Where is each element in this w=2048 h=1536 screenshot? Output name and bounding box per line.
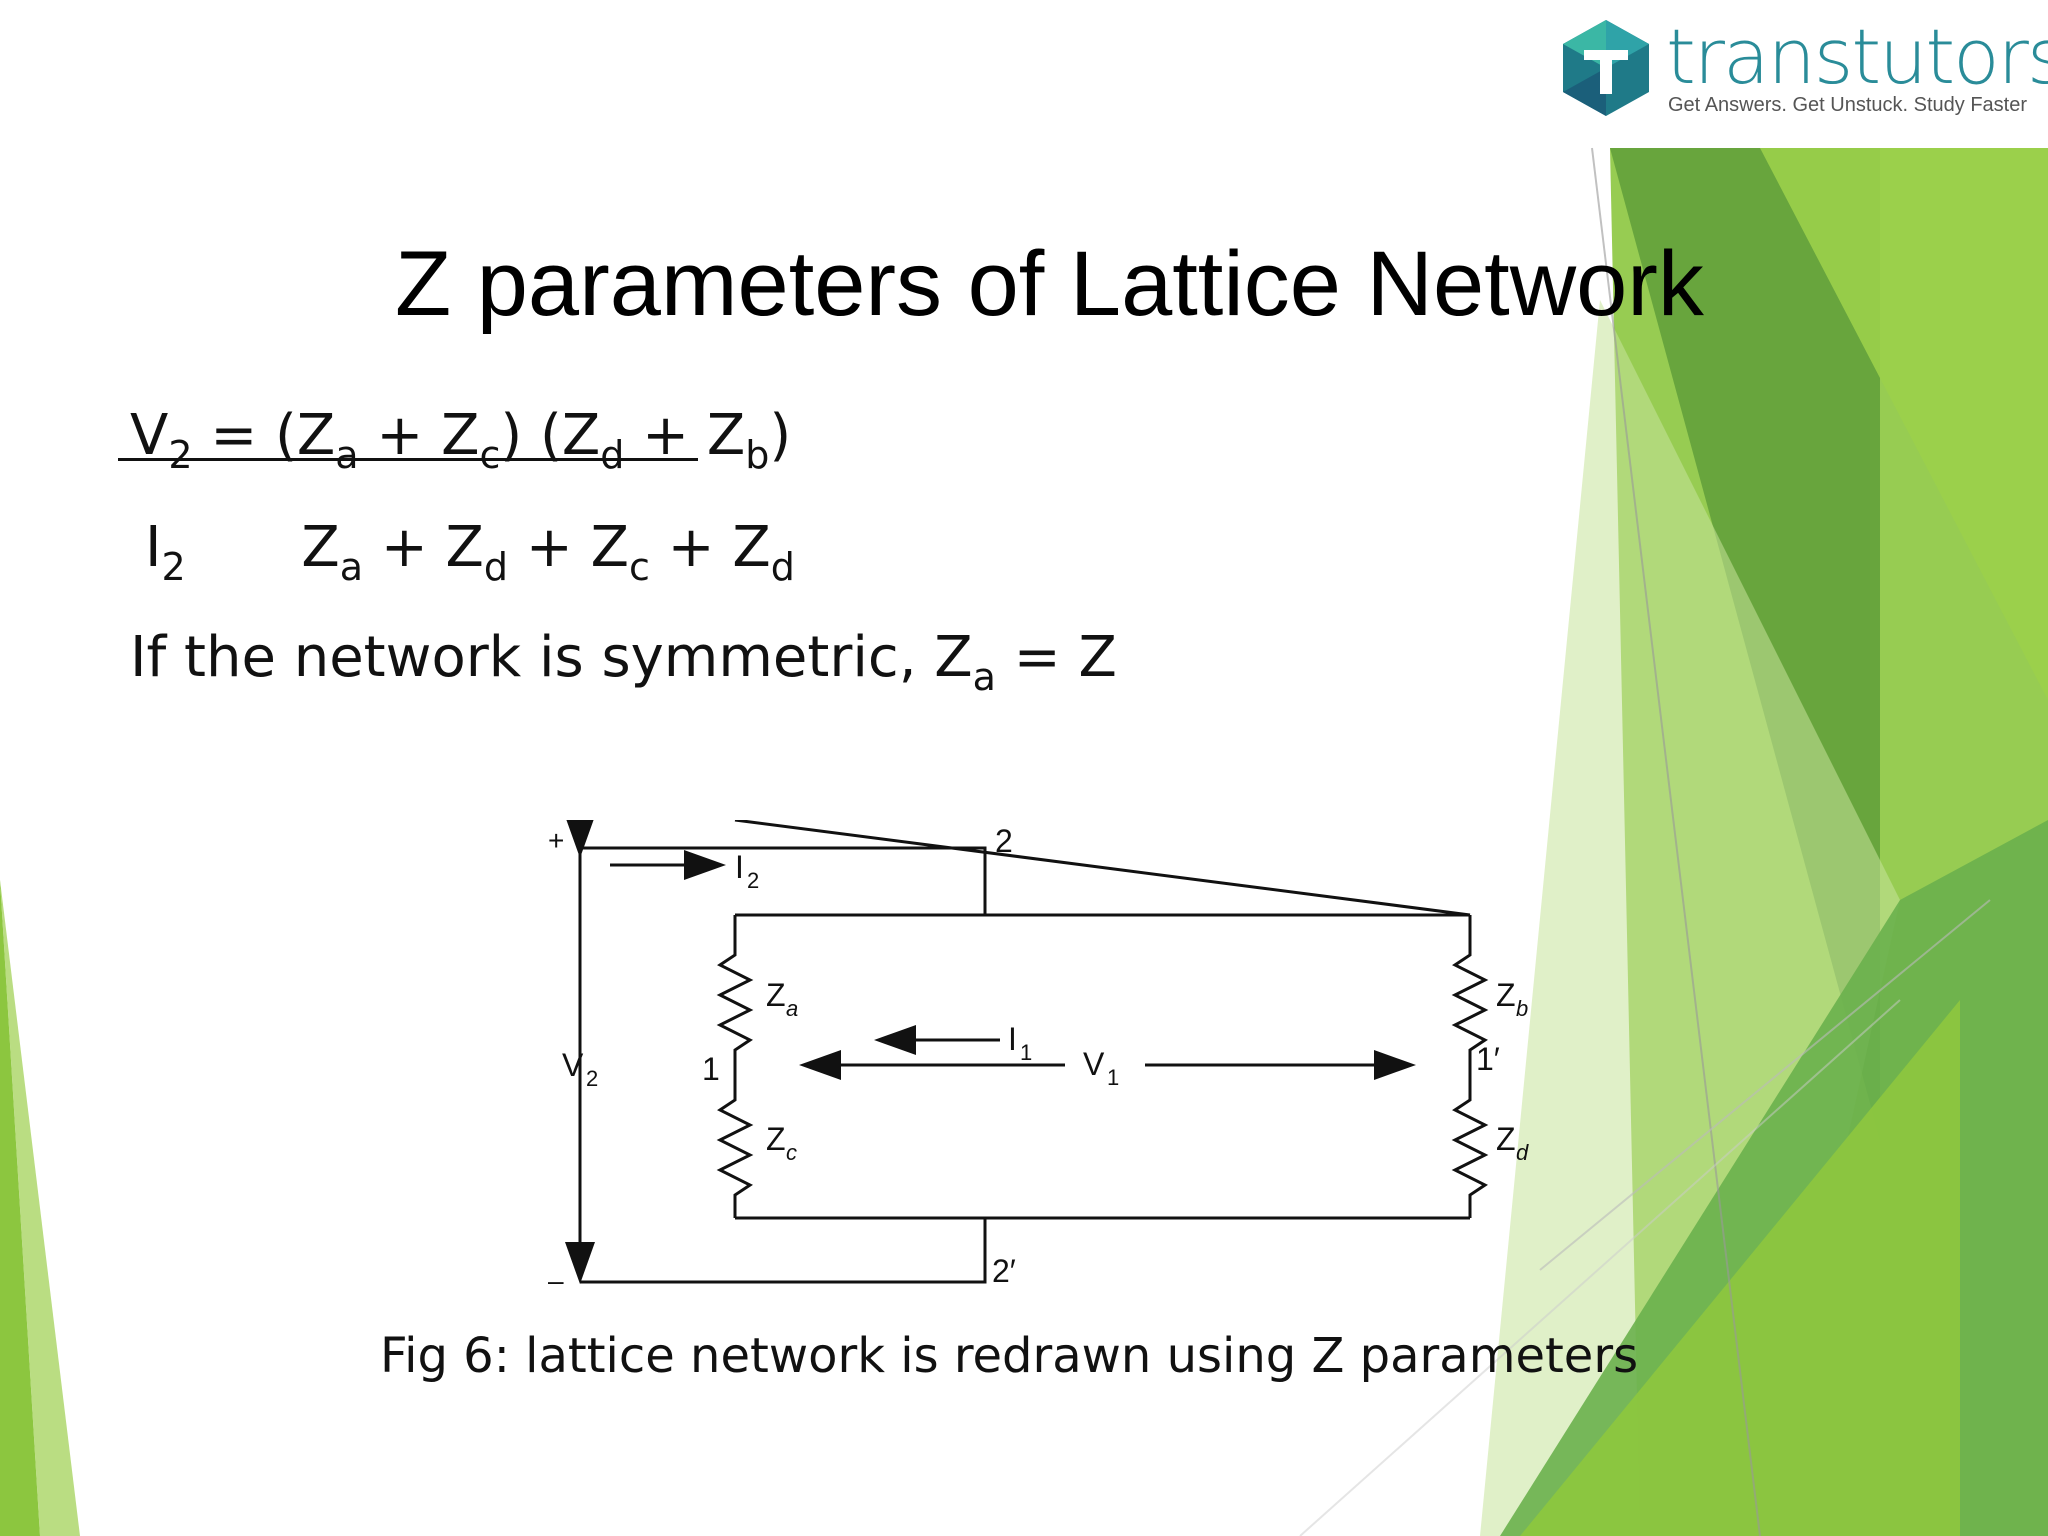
zd-label: Z d [1496,1121,1529,1165]
svg-text:I: I [735,849,744,885]
svg-text:c: c [786,1140,797,1165]
svg-text:Z: Z [766,977,786,1013]
slide-title: Z parameters of Lattice Network [395,233,1704,335]
v1-label: V 1 [1083,1046,1119,1090]
svg-text:1: 1 [1020,1040,1032,1065]
fraction-bar [118,458,698,461]
brand-logo: transtutors Get Answers. Get Unstuck. St… [1556,12,2048,128]
i1-label: I 1 [1008,1021,1032,1065]
za-label: Z a [766,977,798,1021]
brand-name: transtutors [1666,12,2048,101]
resistor-zb [1451,915,1489,1088]
resistor-za [716,915,754,1088]
svg-text:I: I [1008,1021,1017,1057]
minus-sign: – [548,1265,564,1296]
svg-text:Z: Z [1496,1121,1516,1157]
svg-text:a: a [786,996,798,1021]
plus-sign: + [548,825,564,856]
symmetric-condition: If the network is symmetric, Za = Z [130,625,1117,699]
zc-label: Z c [766,1121,797,1165]
figure-caption: Fig 6: lattice network is redrawn using … [380,1328,1639,1384]
i2-label: I 2 [735,849,759,893]
transtutors-logo-icon [1563,20,1649,116]
brand-tagline: Get Answers. Get Unstuck. Study Faster [1668,94,2028,116]
node-2-label: 2 [995,823,1013,859]
node-2-prime-label: 2′ [992,1253,1016,1289]
resistor-zd [1451,1088,1489,1218]
svg-text:2: 2 [586,1066,598,1091]
node-1-prime-label: 1′ [1476,1041,1500,1077]
equation-denominator: I2 Za + Zd + Zc + Zd [145,515,795,589]
svg-text:1: 1 [1107,1065,1119,1090]
svg-text:d: d [1516,1140,1529,1165]
svg-text:b: b [1516,996,1528,1021]
port2-bottom-wire [580,1218,987,1284]
port2-top-wire [580,846,987,915]
svg-text:Z: Z [766,1121,786,1157]
svg-text:V: V [1083,1046,1105,1082]
svg-text:2: 2 [747,868,759,893]
equation-numerator: V2 = (Za + Zc) (Zd + Zb) [130,403,792,477]
lattice-network-diagram: + – 2 2′ 1 1′ I 2 I 1 V 1 V 2 Z a Z c Z … [548,820,1529,1296]
node-1-label: 1 [702,1051,720,1087]
svg-text:Z: Z [1496,977,1516,1013]
resistor-zc [716,1088,754,1218]
svg-text:V: V [562,1047,584,1083]
zb-label: Z b [1496,977,1528,1021]
v2-label: V 2 [562,1047,598,1091]
